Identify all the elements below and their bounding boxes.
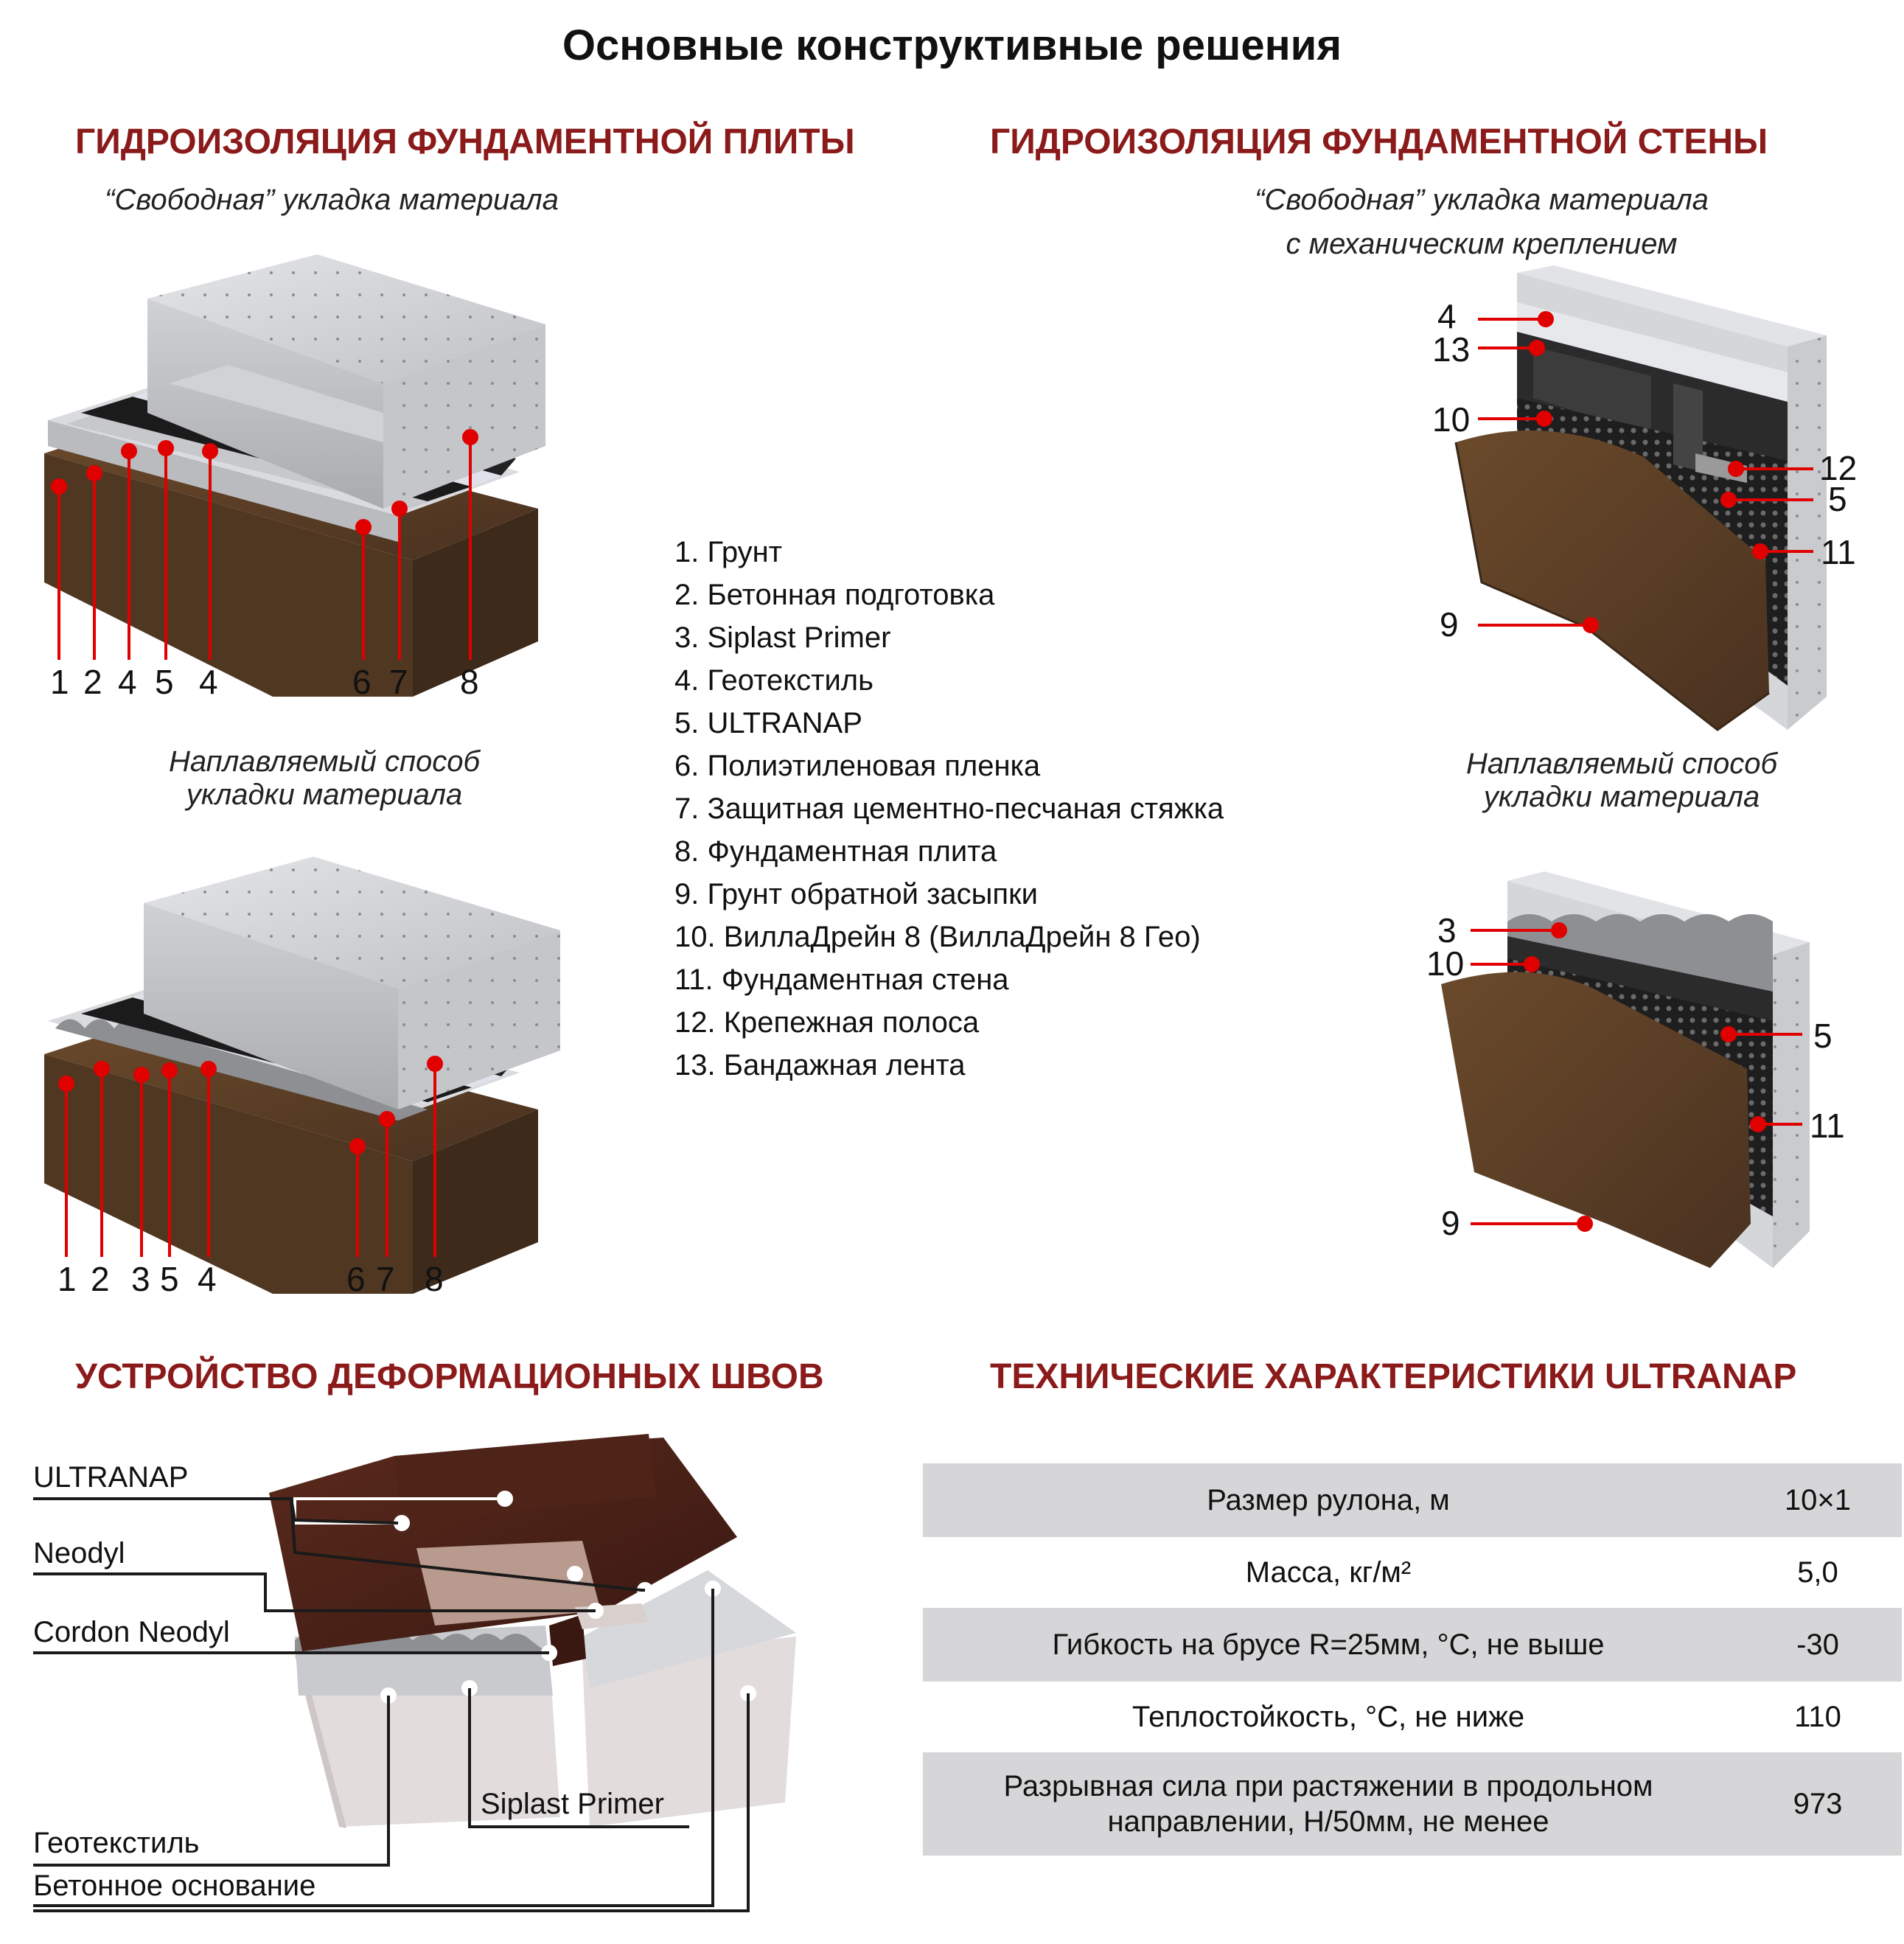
slab-free-num-3: 4	[118, 663, 137, 701]
spec-value: 5,0	[1797, 1555, 1838, 1589]
specs-heading: ТЕХНИЧЕСКИЕ ХАРАКТЕРИСТИКИ ULTRANAP	[990, 1357, 1797, 1396]
wall-weld-num-11: 11	[1810, 1107, 1845, 1145]
slab-weld-num-2: 2	[91, 1260, 110, 1298]
legend-item: 11. Фундаментная стена	[674, 964, 1009, 996]
legend-item: 6. Полиэтиленовая пленка	[674, 750, 1041, 782]
slab-weld-caption-2: укладки материала	[186, 778, 463, 811]
slab-weld-illustration	[44, 857, 560, 1294]
slab-weld-num-3: 3	[131, 1260, 150, 1298]
slab-free-num-7: 7	[389, 663, 408, 701]
wall-weld-caption-2: укладки материала	[1483, 781, 1760, 813]
spec-value: -30	[1796, 1628, 1839, 1661]
page-title: Основные конструктивные решения	[562, 21, 1342, 69]
slab-weld-num-8: 8	[425, 1260, 444, 1298]
slab-free-num-6: 6	[352, 663, 372, 701]
wall-weld-leaders	[1471, 922, 1802, 1232]
layer-legend: 1. Грунт 2. Бетонная подготовка 3. Sipla…	[674, 531, 1224, 1087]
table-row: Разрывная сила при растяжении в продольн…	[923, 1752, 1902, 1856]
wall-free-num-4: 4	[1437, 297, 1457, 335]
joint-label-concrete-base: Бетонное основание	[33, 1870, 316, 1902]
slab-weld-leaders	[58, 1056, 443, 1257]
table-row: Теплостойкость, °C, не ниже 110	[923, 1682, 1902, 1752]
joint-label-geotextile: Геотекстиль	[33, 1827, 200, 1859]
table-row: Масса, кг/м² 5,0	[923, 1537, 1902, 1608]
wall-free-num-11: 11	[1821, 533, 1856, 571]
wall-free-illustration	[1454, 265, 1827, 731]
wall-weld-caption-1: Наплавляемый способ	[1466, 748, 1777, 780]
legend-item: 5. ULTRANAP	[674, 707, 862, 739]
spec-param: Разрывная сила при растяжении в продольн…	[1003, 1770, 1653, 1838]
legend-item: 7. Защитная цементно-песчаная стяжка	[674, 792, 1224, 825]
legend-item: 3. Siplast Primer	[674, 621, 891, 654]
joint-label-ultranap: ULTRANAP	[33, 1461, 189, 1494]
slab-free-num-8: 8	[460, 663, 479, 701]
legend-item: 12. Крепежная полоса	[674, 1006, 980, 1039]
legend-item: 8. Фундаментная плита	[674, 835, 997, 868]
spec-param: Размер рулона, м	[1207, 1484, 1450, 1516]
slab-free-num-4: 5	[155, 663, 174, 701]
wall-free-caption-2: с механическим креплением	[1286, 228, 1678, 260]
slab-free-leaders	[51, 429, 478, 660]
joint-label-neodyl: Neodyl	[33, 1537, 125, 1570]
wall-heading: ГИДРОИЗОЛЯЦИЯ ФУНДАМЕНТНОЙ СТЕНЫ	[990, 122, 1768, 161]
wall-free-num-9: 9	[1440, 605, 1459, 644]
wall-free-num-13: 13	[1432, 330, 1471, 369]
spec-param: Гибкость на брусе R=25мм, °C, не выше	[1052, 1628, 1605, 1661]
wall-free-leaders	[1478, 311, 1813, 633]
legend-item: 4. Геотекстиль	[674, 664, 873, 697]
spec-value: 973	[1793, 1787, 1843, 1820]
slab-free-num-2: 2	[83, 663, 102, 701]
slab-weld-num-5: 4	[198, 1260, 217, 1298]
slab-weld-num-7: 7	[376, 1260, 395, 1298]
wall-weld-num-3: 3	[1437, 911, 1457, 950]
legend-item: 2. Бетонная подготовка	[674, 579, 995, 611]
wall-free-num-5: 5	[1828, 480, 1847, 518]
legend-item: 13. Бандажная лента	[674, 1049, 966, 1081]
table-row: Размер рулона, м 10×1	[923, 1463, 1902, 1537]
legend-item: 9. Грунт обратной засыпки	[674, 878, 1038, 910]
slab-weld-num-4: 5	[160, 1260, 179, 1298]
slab-free-caption: “Свободная” укладка материала	[105, 184, 559, 216]
legend-item: 10. ВиллаДрейн 8 (ВиллаДрейн 8 Гео)	[674, 921, 1201, 953]
wall-free-caption-1: “Свободная” укладка материала	[1255, 184, 1709, 216]
wall-weld-num-9: 9	[1441, 1204, 1460, 1242]
wall-weld-illustration	[1441, 871, 1810, 1268]
joint-label-lines	[33, 1497, 750, 1912]
spec-value: 10×1	[1784, 1483, 1852, 1516]
joints-heading: УСТРОЙСТВО ДЕФОРМАЦИОННЫХ ШВОВ	[75, 1357, 824, 1396]
legend-item: 1. Грунт	[674, 536, 783, 568]
slab-weld-caption-1: Наплавляемый способ	[169, 745, 480, 778]
slab-free-num-5: 4	[199, 663, 218, 701]
wall-free-num-10: 10	[1432, 400, 1471, 439]
table-row: Гибкость на брусе R=25мм, °C, не выше -3…	[923, 1608, 1902, 1682]
spec-value: 110	[1794, 1700, 1841, 1733]
slab-free-num-1: 1	[50, 663, 69, 701]
slab-weld-num-1: 1	[57, 1260, 77, 1298]
slab-weld-num-6: 6	[346, 1260, 366, 1298]
spec-param: Теплостойкость, °C, не ниже	[1131, 1701, 1525, 1733]
joint-label-siplast-primer: Siplast Primer	[481, 1788, 664, 1820]
slab-heading: ГИДРОИЗОЛЯЦИЯ ФУНДАМЕНТНОЙ ПЛИТЫ	[75, 122, 855, 161]
spec-param: Масса, кг/м²	[1245, 1556, 1412, 1589]
wall-weld-num-5: 5	[1813, 1017, 1832, 1055]
joint-label-cordon-neodyl: Cordon Neodyl	[33, 1616, 230, 1648]
wall-free-num-12: 12	[1819, 449, 1858, 487]
joint-illustration	[269, 1434, 796, 1828]
wall-weld-num-10: 10	[1426, 944, 1465, 983]
